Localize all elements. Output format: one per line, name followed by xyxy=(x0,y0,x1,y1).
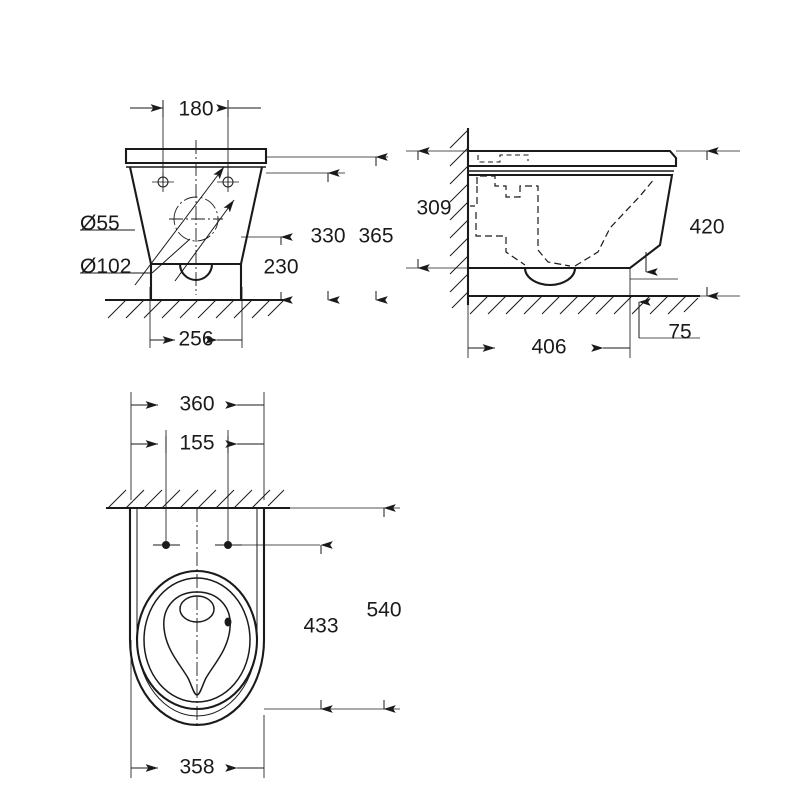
dim-label-plan-155: 155 xyxy=(179,432,214,455)
dimension-plan-155: 155 xyxy=(131,430,264,545)
dim-label-side-75: 75 xyxy=(668,321,691,344)
dim-label-front-d102: Ø102 xyxy=(80,255,131,278)
dim-label-front-256: 256 xyxy=(178,328,213,351)
dimension-front-330: 330 xyxy=(266,169,346,304)
plan-fixing-holes xyxy=(153,541,320,549)
dim-label-plan-358: 358 xyxy=(179,756,214,779)
dim-label-plan-433: 433 xyxy=(303,615,338,638)
dim-label-front-365: 365 xyxy=(358,225,393,248)
side-floor-hatching xyxy=(469,295,699,315)
view-plan: 360 155 xyxy=(106,392,402,779)
dimension-plan-360: 360 xyxy=(130,392,265,500)
dim-label-side-309: 309 xyxy=(416,197,451,220)
view-side-elevation: 309 420 406 75 xyxy=(406,128,740,359)
dim-label-front-330: 330 xyxy=(310,225,345,248)
front-diameter-leaders xyxy=(80,166,235,286)
dim-label-side-406: 406 xyxy=(531,336,566,359)
side-hidden-detail xyxy=(470,154,656,286)
dimension-side-420: 420 xyxy=(660,147,740,300)
front-fixing-holes xyxy=(152,172,239,192)
dim-label-front-180: 180 xyxy=(178,98,213,121)
front-floor-line xyxy=(105,298,290,319)
dim-label-front-d55: Ø55 xyxy=(80,212,120,235)
dim-label-plan-360: 360 xyxy=(179,393,214,416)
side-wall-hatching xyxy=(449,129,469,309)
view-front-elevation: 180 xyxy=(80,98,394,351)
dimension-side-309: 309 xyxy=(406,147,468,272)
dimension-front-256: 256 xyxy=(150,328,242,351)
dimension-front-230: 230 xyxy=(241,233,299,304)
dimension-front-180: 180 xyxy=(130,98,261,121)
plan-wall-line xyxy=(106,489,400,510)
side-body-outline xyxy=(468,149,700,298)
dimension-plan-358: 358 xyxy=(130,640,265,779)
dimension-side-406: 406 xyxy=(467,268,631,359)
dim-label-front-230: 230 xyxy=(263,256,298,279)
dim-label-plan-540: 540 xyxy=(366,599,401,622)
dimension-front-365: 365 xyxy=(266,153,394,304)
dim-label-side-420: 420 xyxy=(689,216,724,239)
dimension-plan-540: 540 xyxy=(264,504,402,713)
plan-bowl-detail-mark xyxy=(224,617,232,627)
dimension-plan-433: 433 xyxy=(303,541,339,713)
dimension-side-75: 75 xyxy=(630,252,700,344)
